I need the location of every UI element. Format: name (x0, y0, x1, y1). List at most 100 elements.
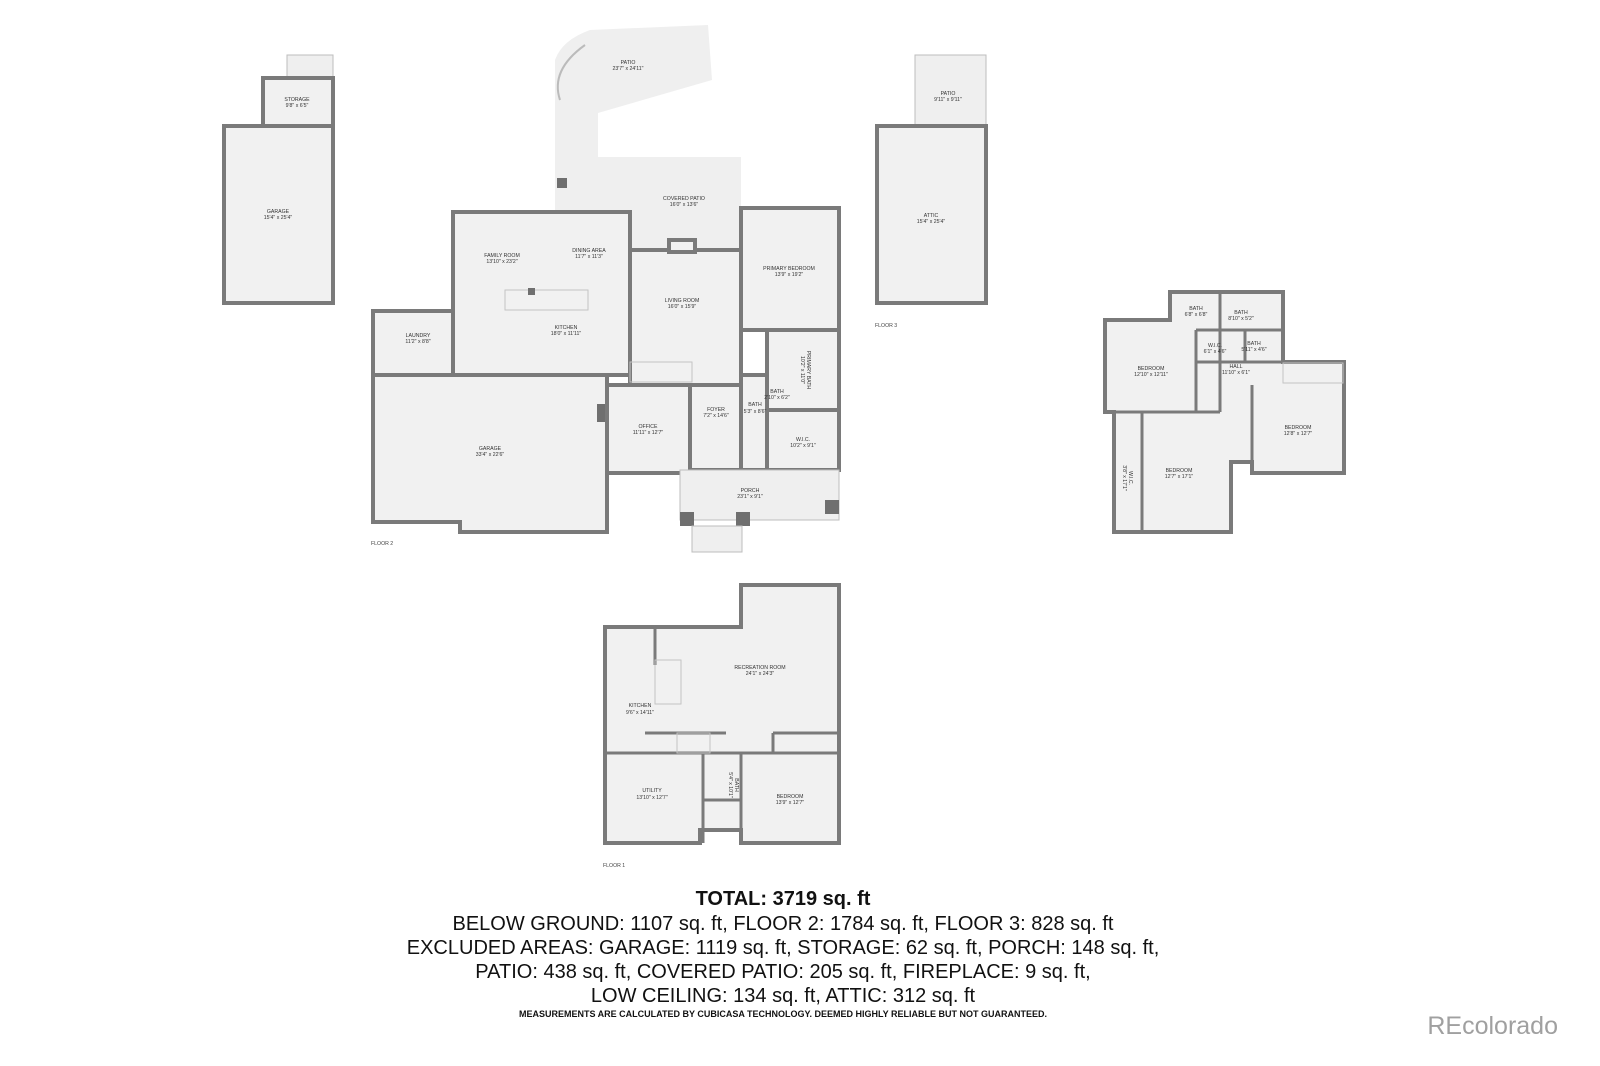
room-label: BATH (770, 389, 784, 395)
primary-bath-room (765, 328, 841, 412)
stairs (286, 54, 334, 79)
room-label: W.I.C. (796, 437, 810, 443)
room-label: GARAGE (267, 209, 290, 215)
room-dims: 16'0" x 15'9" (668, 304, 697, 310)
room-dims: 5'11" x 4'6" (1241, 347, 1266, 353)
room-dims: 13'9" x 12'7" (776, 800, 805, 806)
floor-2-main (371, 25, 841, 553)
room-dims: 6'1" x 4'6" (1204, 349, 1227, 355)
room-label: BATH (1189, 306, 1203, 312)
family-kitchen (451, 210, 632, 377)
room-dims: 18'0" x 11'11" (551, 331, 582, 337)
room-dims: 13'10" x 12'7" (636, 795, 667, 801)
bath-rooms (739, 373, 769, 472)
room-dims: 3'8" x 17'1" (1121, 465, 1127, 491)
room-label: COVERED PATIO (663, 196, 705, 202)
room-label: RECREATION ROOM (734, 665, 785, 671)
room-dims: 13'10" x 23'2" (486, 259, 517, 265)
room-label: BATH (1234, 310, 1248, 316)
room-dims: 23'1" x 9'1" (737, 494, 763, 500)
detached-garage (222, 54, 335, 305)
room-dims: 8'10" x 5'2" (1228, 316, 1254, 322)
main-garage (371, 373, 609, 534)
area-breakdown: BELOW GROUND: 1107 sq. ft, FLOOR 2: 1784… (0, 912, 1566, 1008)
foyer-room (688, 383, 743, 472)
room-dims: 15'4" x 25'4" (917, 219, 946, 225)
room-label: KITCHEN (555, 325, 578, 331)
room-dims: 24'1" x 24'3" (746, 671, 775, 677)
room-label: KITCHEN (629, 703, 652, 709)
room-dims: 2'10" x 6'2" (764, 395, 790, 401)
room-label: BEDROOM (1285, 425, 1312, 431)
room-label: LAUNDRY (406, 333, 431, 339)
garage-room (222, 124, 335, 305)
room-dims: 10'2" x 9'1" (790, 443, 816, 449)
area-line: EXCLUDED AREAS: GARAGE: 1119 sq. ft, STO… (406, 937, 1160, 959)
room-dims: 12'10" x 12'11" (1134, 372, 1168, 378)
room-label: PRIMARY BATH (805, 351, 811, 390)
office-room (605, 383, 692, 475)
room-dims: 12'8" x 12'7" (1284, 431, 1313, 437)
room-dims: 6'8" x 6'8" (1185, 312, 1208, 318)
room-label: BEDROOM (1166, 468, 1193, 474)
room-label: W.I.C. (1208, 343, 1222, 349)
floor-1 (603, 583, 841, 845)
room-label: PRIMARY BEDROOM (763, 266, 815, 272)
room-label: FAMILY ROOM (484, 253, 520, 259)
brand-watermark: REcolorado (1427, 1012, 1558, 1040)
floor-label: FLOOR 3 (875, 323, 897, 329)
room-dims: 33'4" x 22'6" (476, 452, 505, 458)
room-label: GARAGE (479, 446, 502, 452)
storage-room (261, 76, 335, 128)
room-label: LIVING ROOM (665, 298, 700, 304)
floor-3-upper (1103, 290, 1346, 534)
room-label: FOYER (707, 407, 725, 413)
room-label: PORCH (741, 488, 760, 494)
room-label: PATIO (941, 91, 956, 97)
total-area: TOTAL: 3719 sq. ft (695, 888, 871, 910)
room-label: W.I.C. (1127, 471, 1133, 485)
room-label: PATIO (621, 60, 636, 66)
room-dims: 9'11" x 9'11" (934, 97, 962, 103)
room-dims: 11'11" x 12'7" (633, 430, 664, 436)
room-label: ATTIC (924, 213, 939, 219)
room-dims: 11'7" x 11'3" (575, 254, 603, 260)
room-dims: 7'2" x 14'6" (703, 413, 729, 419)
floor-label: FLOOR 1 (603, 863, 625, 869)
area-line: LOW CEILING: 134 sq. ft, ATTIC: 312 sq. … (590, 985, 976, 1007)
room-dims: 11'2" x 8'8" (405, 339, 430, 345)
room-dims: 5'4" x 10'1" (727, 772, 733, 798)
room-label: HALL (1230, 364, 1243, 370)
porch-stairs (691, 525, 743, 553)
room-dims: 5'3" x 8'6" (744, 409, 767, 415)
room-dims: 9'6" x 14'11" (626, 710, 654, 716)
disclaimer: MEASUREMENTS ARE CALCULATED BY CUBICASA … (518, 1009, 1048, 1019)
patio-area (555, 25, 741, 250)
room-dims: 16'0" x 13'6" (670, 202, 699, 208)
room-dims: 15'4" x 25'4" (264, 215, 293, 221)
porch-area (679, 469, 840, 521)
floor-3-attic (875, 54, 988, 305)
room-dims: 11'10" x 6'1" (1222, 370, 1250, 376)
attic-patio-area (914, 54, 987, 127)
area-line: BELOW GROUND: 1107 sq. ft, FLOOR 2: 1784… (452, 913, 1114, 935)
living-room (628, 248, 743, 387)
room-label: BATH (1247, 341, 1261, 347)
floor-label: FLOOR 2 (371, 541, 393, 547)
room-label: BATH (748, 402, 762, 408)
room-label: UTILITY (642, 788, 662, 794)
room-label: BEDROOM (777, 794, 804, 800)
room-dims: 10'2" x 11'0" (799, 356, 805, 384)
room-label: BATH (733, 778, 739, 792)
room-dims: 13'9" x 19'2" (775, 272, 804, 278)
upper-floor-outline (1103, 290, 1346, 534)
room-label: OFFICE (638, 424, 658, 430)
room-dims: 23'7" x 24'11" (613, 66, 644, 72)
room-label: BEDROOM (1138, 366, 1165, 372)
room-dims: 9'8" x 6'5" (286, 103, 309, 109)
attic-room (875, 124, 988, 305)
room-label: STORAGE (284, 97, 310, 103)
room-dims: 12'7" x 17'1" (1165, 474, 1194, 480)
room-label: DINING AREA (572, 248, 606, 254)
